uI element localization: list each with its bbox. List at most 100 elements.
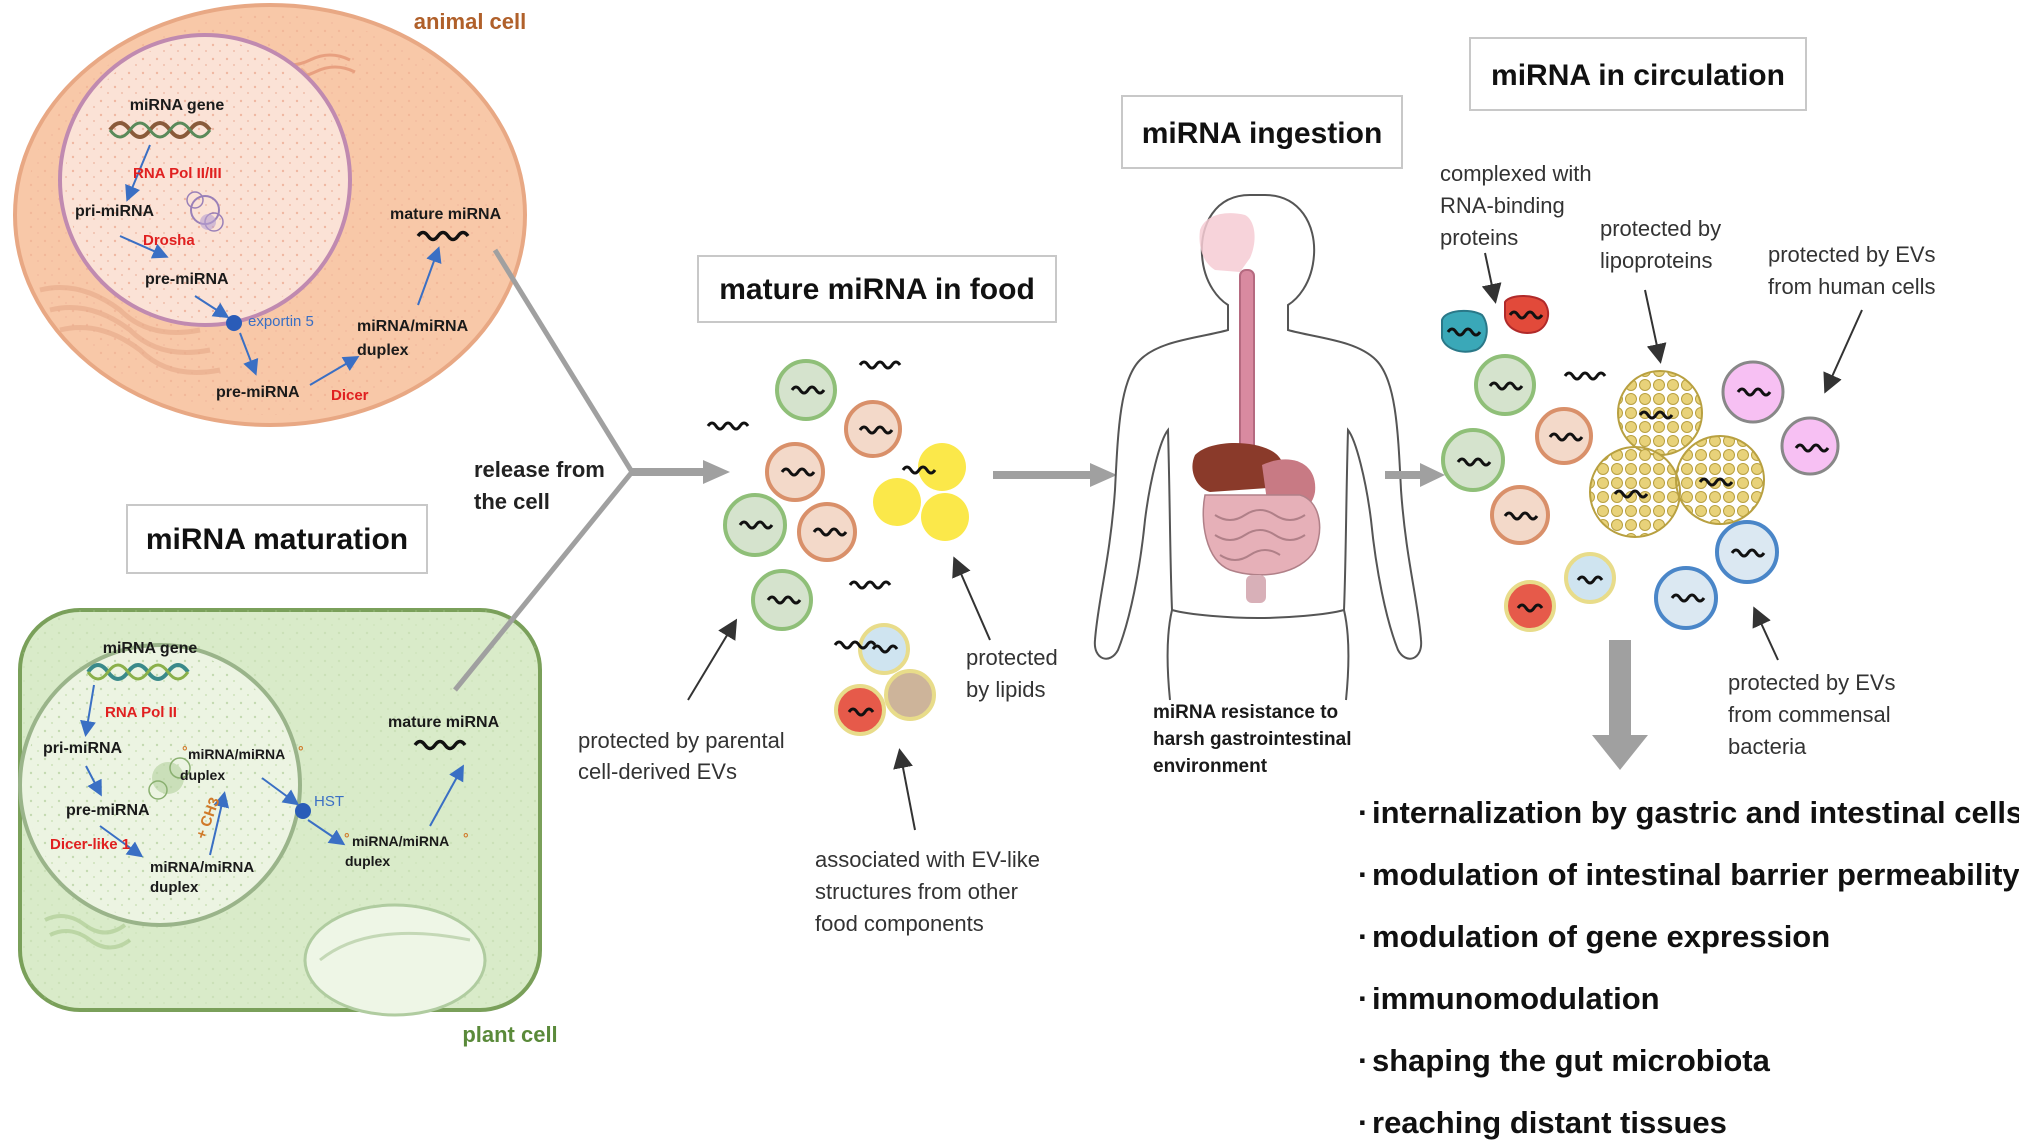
plant-hst-label: HST [314,793,344,810]
outcome-item: modulation of gene expression [1372,919,1830,954]
human-pointer [1823,309,1863,394]
exportin-pore-icon [226,315,242,331]
plant-arrow-1 [80,684,96,737]
ingestion-to-circulation-arrow [1385,463,1445,487]
animal-arrow-3 [194,295,230,319]
food-to-ingestion-arrow [993,463,1117,487]
circulation-particles [1441,295,1840,632]
lipo-label-2: lipoproteins [1600,248,1713,273]
animal-arrow-4 [239,332,259,376]
animal-cell-title: animal cell [414,9,527,34]
resistance-label-1: miRNA resistance to [1153,702,1338,723]
plant-arrow-5 [261,777,300,806]
plant-arrow-4 [209,791,230,856]
animal-dna-icon [108,121,212,139]
plant-arrow-6 [307,819,346,846]
animal-duplex-label-2: duplex [357,342,409,359]
outcome-bullet: · [1358,981,1368,1016]
resistance-label-2: harsh gastrointestinal [1153,729,1352,750]
outcome-bullet: · [1358,795,1368,830]
plant-pri-label: pri-miRNA [43,740,123,757]
rbp-label-1: complexed with [1440,161,1592,186]
animal-duplex-label-1: miRNA/miRNA [357,318,469,335]
animal-arrow-2 [119,235,169,259]
maturation-box [126,504,428,574]
plant-duplex1-label-1: miRNA/miRNA [188,746,285,762]
animal-gene-label: miRNA gene [130,97,225,114]
animal-dicer-label: Dicer [331,387,369,404]
hst-pore-icon [295,803,311,819]
human-label-2: from human cells [1768,274,1936,299]
plant-methyl-dot-3: ° [344,830,350,846]
human-label-1: protected by EVs [1768,242,1936,267]
evlike-pointer [893,748,916,831]
animal-arrow-1 [125,144,151,202]
circulation-mirna-icons [1446,310,1830,613]
plant-dcl-label: Dicer-like 1 [50,836,130,853]
animal-pol-label: RNA Pol II/III [133,165,222,182]
plant-methyl-dot-1: ° [182,743,188,759]
rbp-pointer [1481,252,1502,304]
outcome-item: reaching distant tissues [1372,1105,1727,1140]
outcome-bullet: · [1358,919,1368,954]
plant-gene-label: miRNA gene [103,640,198,657]
animal-exportin-label: exportin 5 [248,313,314,330]
circulation-box [1469,37,1807,111]
outcome-bullet: · [1358,1043,1368,1078]
bacteria-pointer [1752,606,1779,661]
plant-cell-title: plant cell [462,1022,557,1047]
bacteria-label-1: protected by EVs [1728,670,1896,695]
outcomes-list: · internalization by gastric and intesti… [1358,795,2019,1140]
animal-mature-mirna-icon [416,230,470,242]
animal-pre2-label: pre-miRNA [216,384,300,401]
plant-methyl-dot-2: ° [298,743,304,759]
plant-duplex2-label-2: duplex [150,879,199,896]
plant-arrow-2 [85,765,102,797]
parental-label-1: protected by parental [578,728,785,753]
rbp-label-3: proteins [1440,225,1518,250]
outcome-bullet: · [1358,857,1368,892]
plant-duplex2-label-1: miRNA/miRNA [150,859,254,876]
circulation-title: miRNA in circulation [1491,59,1785,92]
maturation-title: miRNA maturation [146,523,408,556]
outcome-bullet: · [1358,1105,1368,1140]
plant-duplex3-label-1: miRNA/miRNA [352,833,449,849]
bacteria-label-3: bacteria [1728,734,1807,759]
lipids-label-1: protected [966,645,1058,670]
outcome-item: shaping the gut microbiota [1372,1043,1771,1078]
lipo-pointer [1644,289,1667,364]
food-title: mature miRNA in food [719,273,1035,306]
plant-duplex3-label-2: duplex [345,853,390,869]
plant-duplex1-label-2: duplex [180,767,225,783]
animal-drosha-label: Drosha [143,232,195,249]
rbp-label-2: RNA-binding [1440,193,1565,218]
animal-arrow-6 [417,246,442,306]
resistance-label-3: environment [1153,756,1268,777]
parental-pointer [687,618,738,701]
lipids-label-2: by lipids [966,677,1045,702]
plant-processing-body-icon [148,757,191,800]
parental-label-2: cell-derived EVs [578,759,737,784]
animal-arrow-5 [309,355,360,386]
animal-pre-label: pre-miRNA [145,271,229,288]
plant-arrow-7 [429,764,464,827]
outcome-item: immunomodulation [1372,981,1660,1016]
human-body-icon [1093,194,1423,701]
bacteria-label-2: from commensal [1728,702,1891,727]
food-mirna-icons [706,360,937,717]
plant-pre-label: pre-miRNA [66,802,150,819]
down-to-outcomes-arrow [1592,640,1648,770]
plant-mature-label: mature miRNA [388,714,500,731]
pri-mirna-structure-icon [186,191,224,232]
outcome-item: modulation of intestinal barrier permeab… [1372,857,2019,892]
lipids-pointer [952,556,991,641]
plant-pol-label: RNA Pol II [105,704,177,721]
release-label-1: release from [474,457,605,482]
plant-mature-mirna-icon [413,739,467,751]
food-box [697,255,1057,323]
animal-cell [13,3,527,427]
ingestion-title: miRNA ingestion [1142,117,1383,150]
food-vesicles [723,359,969,736]
lipo-label-1: protected by [1600,216,1721,241]
